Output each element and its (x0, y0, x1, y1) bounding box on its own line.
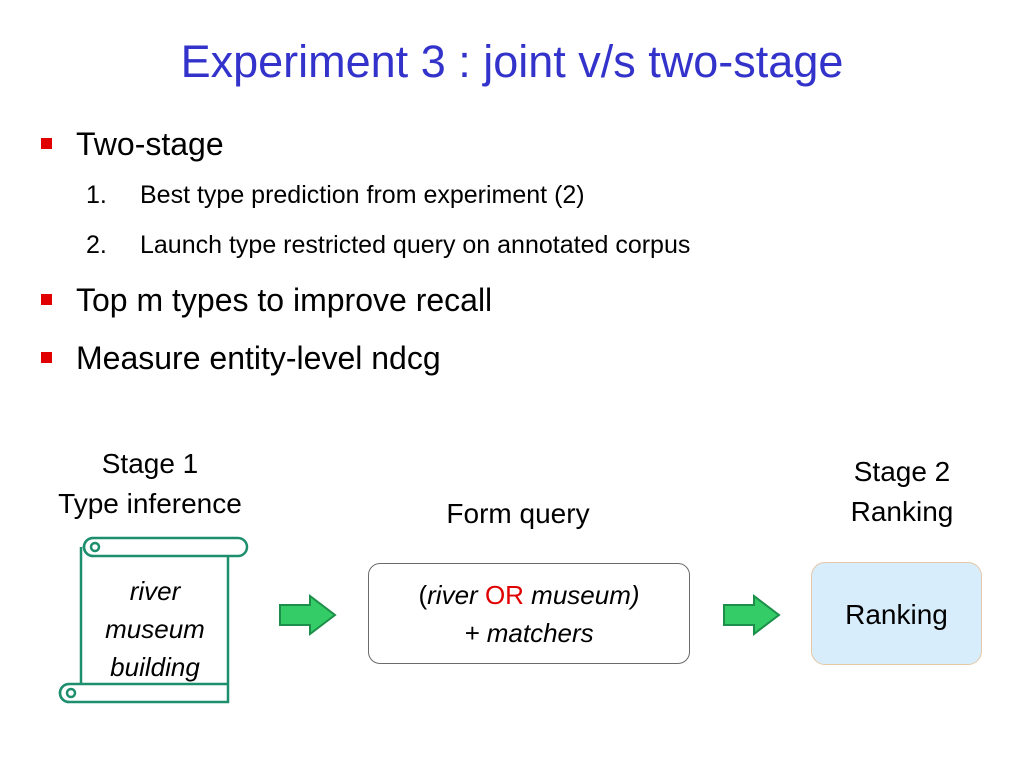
stage1-subtitle: Type inference (58, 488, 242, 519)
bullet-text: Top m types to improve recall (76, 282, 493, 318)
bullet-item-two-stage: Two-stage (36, 118, 996, 170)
bullet-item-top-m: Top m types to improve recall (36, 274, 996, 326)
scroll-icon (58, 536, 249, 704)
subitem-best-type: 1. Best type prediction from experiment … (36, 170, 996, 220)
query-open-paren: ( (418, 580, 428, 610)
bullet-square-icon (41, 138, 52, 149)
query-or-operator: OR (484, 580, 524, 610)
query-term2: museum) (531, 580, 640, 610)
scroll-word: river (129, 576, 181, 606)
subitem-text: Launch type restricted query on annotate… (140, 231, 691, 259)
query-term1: river (427, 580, 478, 610)
bullet-text: Measure entity-level ndcg (76, 340, 441, 376)
subitem-text: Best type prediction from experiment (2) (140, 181, 585, 209)
stage1-label: Stage 1 Type inference (30, 444, 270, 524)
arrow-right-icon (279, 594, 337, 636)
scroll-word: museum (105, 614, 205, 644)
scroll-word: building (110, 652, 200, 682)
bullet-square-icon (41, 294, 52, 305)
subitem-number: 2. (86, 231, 107, 259)
subitem-launch-query: 2. Launch type restricted query on annot… (36, 220, 996, 270)
bullet-list: Two-stage 1. Best type prediction from e… (36, 118, 996, 384)
stage1-title: Stage 1 (101, 448, 199, 479)
stage2-title: Stage 2 (853, 456, 951, 487)
stage2-subtitle: Ranking (850, 496, 954, 527)
bullet-item-measure: Measure entity-level ndcg (36, 332, 996, 384)
subitem-number: 1. (86, 181, 107, 209)
query-box: (river OR museum) + matchers (368, 563, 690, 664)
form-query-label: Form query (446, 498, 590, 529)
stage2-label: Stage 2 Ranking (800, 452, 1004, 532)
bullet-square-icon (41, 352, 52, 363)
query-matchers: + matchers (464, 618, 594, 648)
ranking-box: Ranking (811, 562, 982, 665)
scroll-content: river museum building (82, 572, 228, 686)
query-line2: + matchers (369, 614, 689, 652)
query-line1: (river OR museum) (369, 576, 689, 614)
arrow-right-icon (723, 594, 781, 636)
slide-title: Experiment 3 : joint v/s two-stage (180, 36, 844, 87)
bullet-text: Two-stage (76, 126, 224, 162)
